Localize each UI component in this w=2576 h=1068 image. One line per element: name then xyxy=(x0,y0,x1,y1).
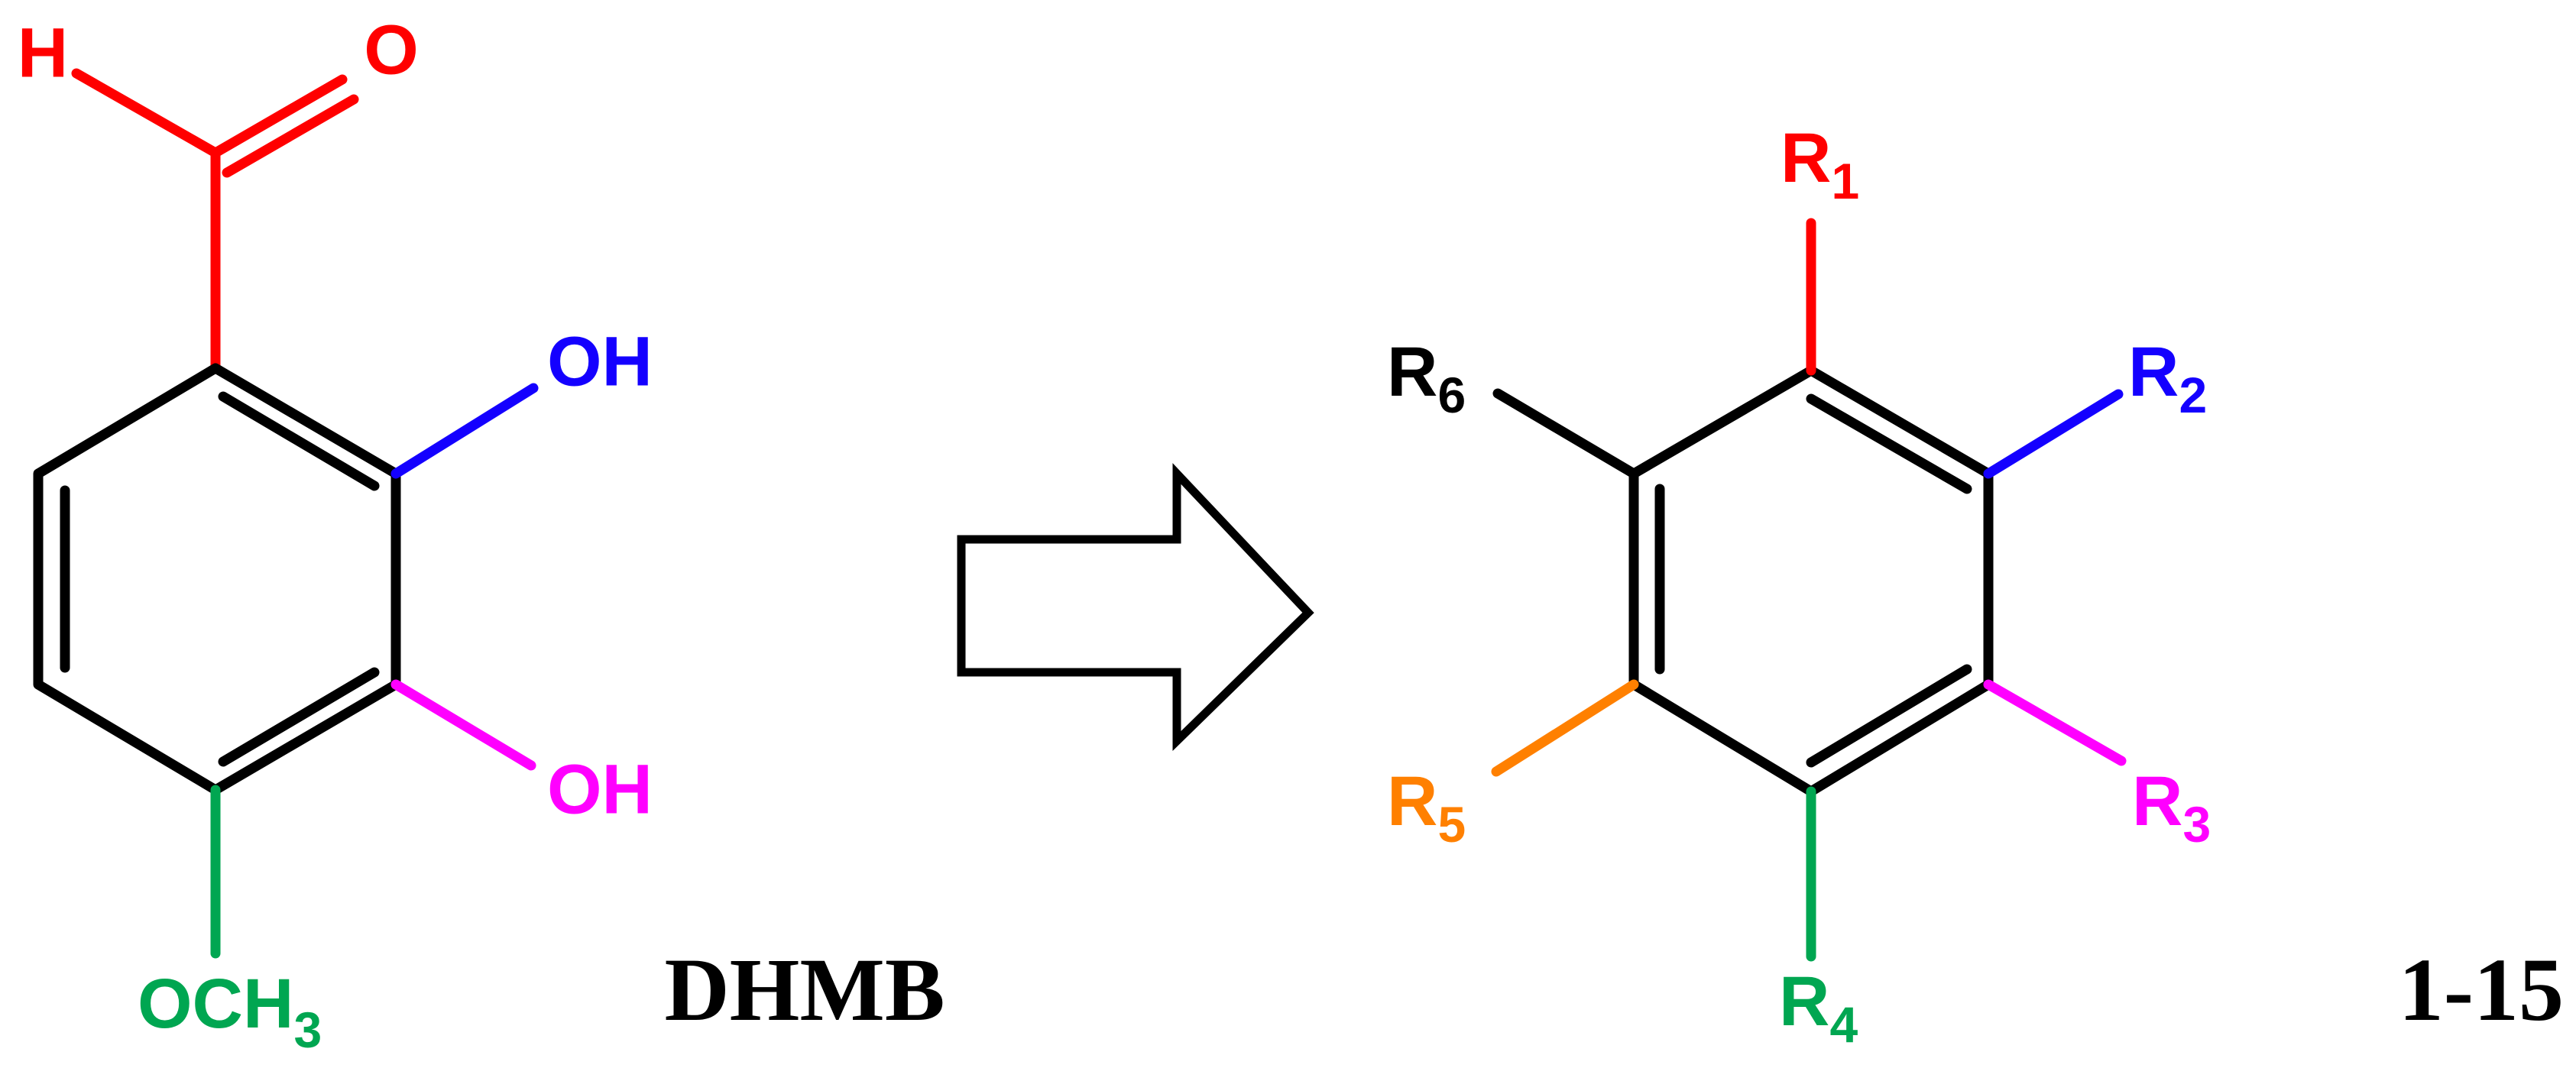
aldehyde-co-bond xyxy=(210,74,348,158)
r2-letter: R xyxy=(2128,333,2179,411)
methoxy-main-text: OCH xyxy=(138,965,293,1043)
r2-label: R2 xyxy=(2128,333,2207,423)
scaffold-molecule xyxy=(1491,218,2127,962)
scaffold-double-bond-2 xyxy=(1806,664,1972,768)
oh-top-bond xyxy=(390,383,539,479)
scaffold-benzene-ring xyxy=(1628,365,1994,797)
aldehyde-h-bond xyxy=(71,68,221,158)
aldehyde-h-label: H xyxy=(18,14,68,92)
r3-letter: R xyxy=(2132,762,2182,840)
r3-label: R3 xyxy=(2132,762,2211,853)
ring-double-bond-1 xyxy=(218,391,380,491)
r6-index: 6 xyxy=(1437,367,1466,423)
dhmb-molecule xyxy=(33,68,539,959)
compound-range-label: 1-15 xyxy=(2399,940,2564,1040)
r2-bond xyxy=(1983,389,2124,479)
r2-index: 2 xyxy=(2179,367,2207,423)
methoxy-subscript: 3 xyxy=(293,1002,322,1058)
r6-bond xyxy=(1492,388,1639,479)
aldehyde-co-double-bond xyxy=(222,94,359,178)
r4-label: R4 xyxy=(1779,963,1858,1053)
r6-letter: R xyxy=(1387,333,1437,411)
aldehyde-o-label: O xyxy=(364,11,419,89)
r5-label: R5 xyxy=(1387,762,1466,853)
methoxy-label: OCH3 xyxy=(138,965,322,1058)
scaffold-double-bond-1 xyxy=(1806,393,1972,494)
r3-index: 3 xyxy=(2182,796,2211,853)
r5-letter: R xyxy=(1387,762,1437,840)
r5-bond xyxy=(1491,679,1639,777)
r4-index: 4 xyxy=(1829,996,1858,1053)
benzene-ring xyxy=(33,363,401,795)
r6-label: R6 xyxy=(1387,333,1466,423)
r1-label: R1 xyxy=(1781,119,1859,209)
oh-top-label: OH xyxy=(547,322,653,400)
oh-bottom-bond xyxy=(390,679,536,771)
block-arrow-right-icon xyxy=(957,463,1314,752)
r5-index: 5 xyxy=(1437,796,1466,853)
r1-letter: R xyxy=(1781,119,1831,197)
oh-bottom-label: OH xyxy=(547,750,653,828)
r4-letter: R xyxy=(1779,963,1829,1040)
r1-index: 1 xyxy=(1831,153,1859,209)
ring-double-bond-2 xyxy=(218,667,380,767)
r3-bond xyxy=(1983,679,2127,766)
dhmb-name-label: DHMB xyxy=(664,940,945,1040)
